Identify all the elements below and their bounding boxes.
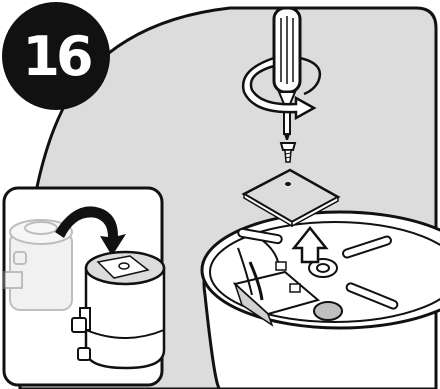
inset-panel: [2, 186, 166, 387]
screw-icon: [279, 142, 297, 163]
step-number-badge: 16: [2, 2, 110, 110]
cover-plate-icon: [241, 168, 341, 228]
flip-arrow-icon: [55, 206, 126, 256]
screwdriver-icon: [272, 6, 302, 140]
disposal-unit-ghost: [3, 219, 73, 311]
rotate-arrow-icon: [241, 56, 322, 121]
disposal-unit-icon: [71, 250, 166, 370]
disposal-body: [200, 210, 440, 389]
up-arrow-icon: [291, 225, 329, 264]
